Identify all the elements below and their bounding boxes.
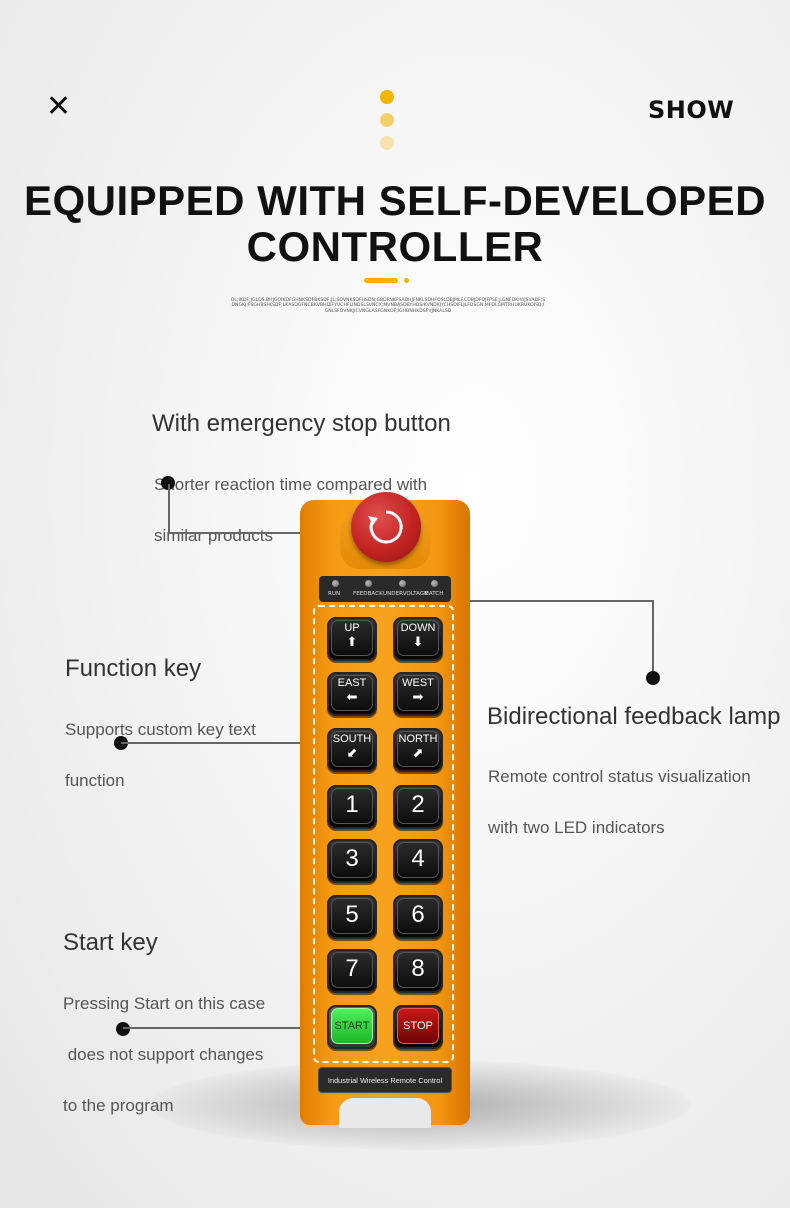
loading-dot-1 [380,90,394,104]
close-icon[interactable]: ✕ [46,89,72,124]
feedback-pointer-line-v [652,600,654,672]
estop-pointer-line-v [168,484,170,533]
key-3[interactable]: 3 [327,839,377,883]
start-key-pointer-dot [116,1022,130,1036]
key-5[interactable]: 5 [327,895,377,939]
south-key-label: SOUTH [332,733,372,745]
keypad-highlight-frame [313,605,454,1063]
page-title: EQUIPPED WITH SELF-DEVELOPED CONTROLLER [0,178,790,270]
estop-title: With emergency stop button [152,410,451,437]
rotate-arrow-icon [368,510,403,544]
led-label-feedback: FEEDBACK [353,591,383,597]
title-underline-dot [404,278,409,283]
key-6[interactable]: 6 [393,895,443,939]
key-2[interactable]: 2 [393,785,443,829]
start-key-desc: Pressing Start on this case does not sup… [63,961,265,1131]
remote-bottom-notch [339,1098,431,1128]
show-button[interactable]: SHOW [648,96,735,124]
loading-dot-2 [380,113,394,127]
function-key-desc-line-1: Supports custom key text [65,720,256,739]
key-4-label: 4 [411,845,425,872]
function-key-title: Function key [65,655,202,682]
led-label-run: RUN [328,591,341,597]
up-key[interactable]: UP ⬆ [327,617,377,661]
function-key-pointer-line [121,742,311,744]
fine-print: OL;IKDF;JGLDS.BHJGOIKDFGHNKSDFBKSDF;JL;S… [230,298,546,314]
arrow-right-icon: ➡ [412,690,424,705]
feedback-title: Bidirectional feedback lamp [487,703,781,730]
arrow-down-left-icon: ⬋ [346,746,358,761]
function-key-desc-line-2: function [65,771,125,790]
feedback-desc: Remote control status visualization with… [488,734,751,853]
title-line-1: EQUIPPED WITH SELF-DEVELOPED [23,177,767,224]
feedback-pointer-line-h [440,600,653,602]
title-line-2: CONTROLLER [246,223,544,270]
remote-label-plate: Industrial Wireless Remote Control [318,1067,452,1093]
led-match [431,580,438,587]
up-key-label: UP [344,622,360,634]
north-key[interactable]: NORTH ⬈ [393,728,443,772]
key-1-label: 1 [345,791,359,818]
led-label-match: MATCH [424,591,444,597]
arrow-down-icon: ⬇ [412,635,424,650]
arrow-up-right-icon: ⬈ [412,746,424,761]
key-3-label: 3 [345,845,359,872]
key-2-label: 2 [411,791,425,818]
estop-desc-line-1: Shorter reaction time compared with [154,475,428,494]
key-1[interactable]: 1 [327,785,377,829]
start-key[interactable]: START [327,1005,377,1049]
arrow-left-icon: ⬅ [346,690,358,705]
title-underline [364,278,398,283]
west-key-label: WEST [402,677,434,689]
east-key[interactable]: EAST ⬅ [327,672,377,716]
start-key-pointer-line [123,1027,328,1029]
start-key-title: Start key [63,929,158,956]
start-key-desc-line-3: to the program [63,1096,174,1115]
north-key-label: NORTH [398,733,438,745]
feedback-desc-line-2: with two LED indicators [488,818,665,837]
led-run [332,580,339,587]
key-5-label: 5 [345,901,359,928]
key-8-label: 8 [411,955,425,982]
feedback-led-panel: RUN FEEDBACK UNDERVOLTAGE MATCH [319,576,451,602]
led-undervoltage [399,580,406,587]
key-8[interactable]: 8 [393,949,443,993]
emergency-stop-button[interactable] [351,492,421,562]
feedback-desc-line-1: Remote control status visualization [488,767,751,786]
east-key-label: EAST [337,677,367,689]
key-7-label: 7 [345,955,359,982]
led-label-undervoltage: UNDERVOLTAGE [383,591,428,597]
estop-desc-line-2: similar products [154,526,274,545]
arrow-up-icon: ⬆ [346,635,358,650]
key-4[interactable]: 4 [393,839,443,883]
estop-pointer-line-h [168,532,358,534]
key-7[interactable]: 7 [327,949,377,993]
down-key-label: DOWN [400,622,436,634]
west-key[interactable]: WEST ➡ [393,672,443,716]
start-key-label: START [334,1020,370,1032]
stop-key-label: STOP [403,1020,433,1032]
feedback-pointer-dot [646,671,660,685]
loading-dot-3 [380,136,394,150]
remote-label-text: Industrial Wireless Remote Control [327,1076,443,1085]
south-key[interactable]: SOUTH ⬋ [327,728,377,772]
start-key-desc-line-2: does not support changes [63,1045,264,1064]
led-feedback [365,580,372,587]
key-6-label: 6 [411,901,425,928]
estop-pointer-dot [161,476,175,490]
start-key-desc-line-1: Pressing Start on this case [63,994,266,1013]
function-key-desc: Supports custom key text function [65,687,256,806]
stop-key[interactable]: STOP [393,1005,443,1049]
down-key[interactable]: DOWN ⬇ [393,617,443,661]
